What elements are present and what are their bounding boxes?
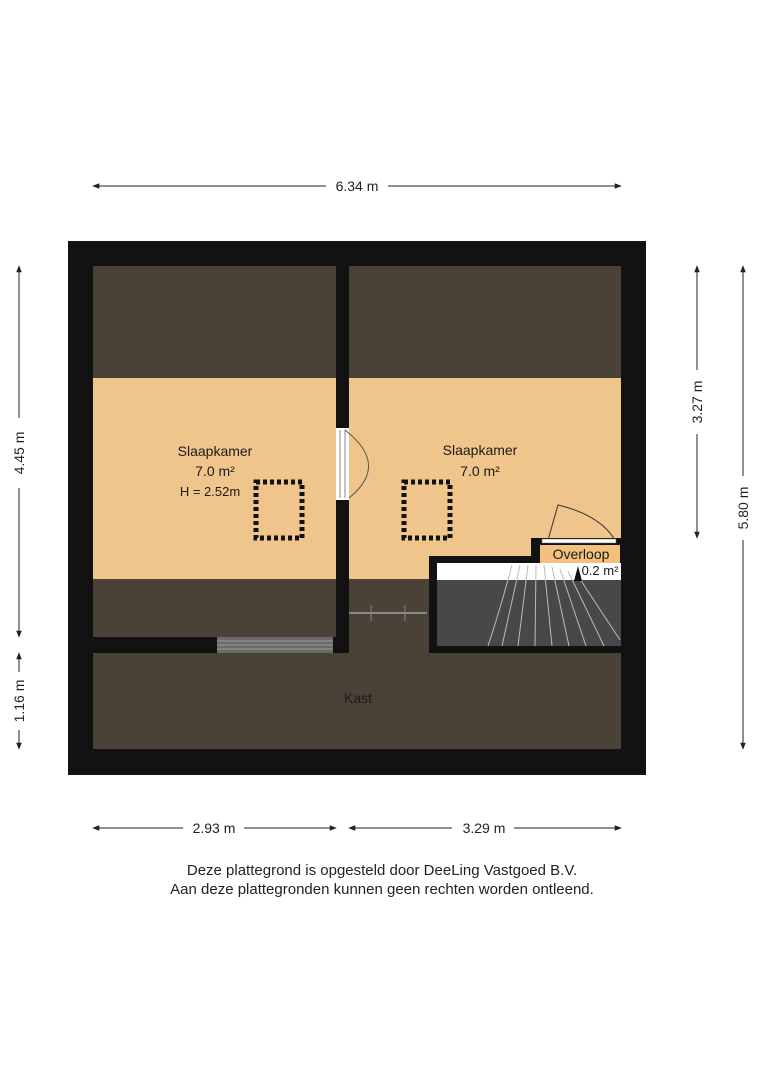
left-bedroom-name: Slaapkamer [178, 443, 253, 459]
stair-opening [437, 563, 621, 580]
landing-area: 0.2 m² [582, 563, 620, 578]
dim-right-outer: 5.80 m [735, 487, 751, 530]
left-bedroom-height: H = 2.52m [180, 484, 240, 499]
right-bedroom-area: 7.0 m² [460, 463, 500, 479]
dim-top-width: 6.34 m [336, 178, 379, 194]
door-opening [336, 428, 349, 500]
landing-label-bg [540, 545, 620, 563]
door-swing-arc [344, 429, 369, 499]
right-bedroom-name: Slaapkamer [443, 442, 518, 458]
landing-name: Overloop [553, 546, 610, 562]
left-bedroom-area: 7.0 m² [195, 463, 235, 479]
landing-door-swing [547, 504, 616, 541]
dim-left-lower: 1.16 m [11, 680, 27, 723]
dim-right-inner: 3.27 m [689, 381, 705, 424]
sloped-area-top-left [93, 266, 336, 378]
storage-name: Kast [344, 690, 372, 706]
storage-area [93, 653, 621, 749]
sloped-area-mid-left [93, 579, 336, 637]
sloped-area-top-right [349, 266, 621, 378]
staircase [437, 580, 621, 646]
stair-direction-arrow [574, 566, 582, 581]
footer-line-1: Deze plattegrond is opgesteld door DeeLi… [186, 862, 578, 879]
skylight-left [253, 479, 305, 541]
dim-left-upper: 4.45 m [11, 432, 27, 475]
skylight-right [401, 479, 453, 541]
footer-line-2: Aan deze plattegronden kunnen geen recht… [170, 881, 594, 898]
dim-bottom-left: 2.93 m [193, 820, 236, 836]
sloped-area-mid-right [349, 579, 429, 653]
stair-treads [487, 564, 621, 647]
left-bedroom-floor [93, 378, 336, 579]
dim-bottom-right: 3.29 m [463, 820, 506, 836]
